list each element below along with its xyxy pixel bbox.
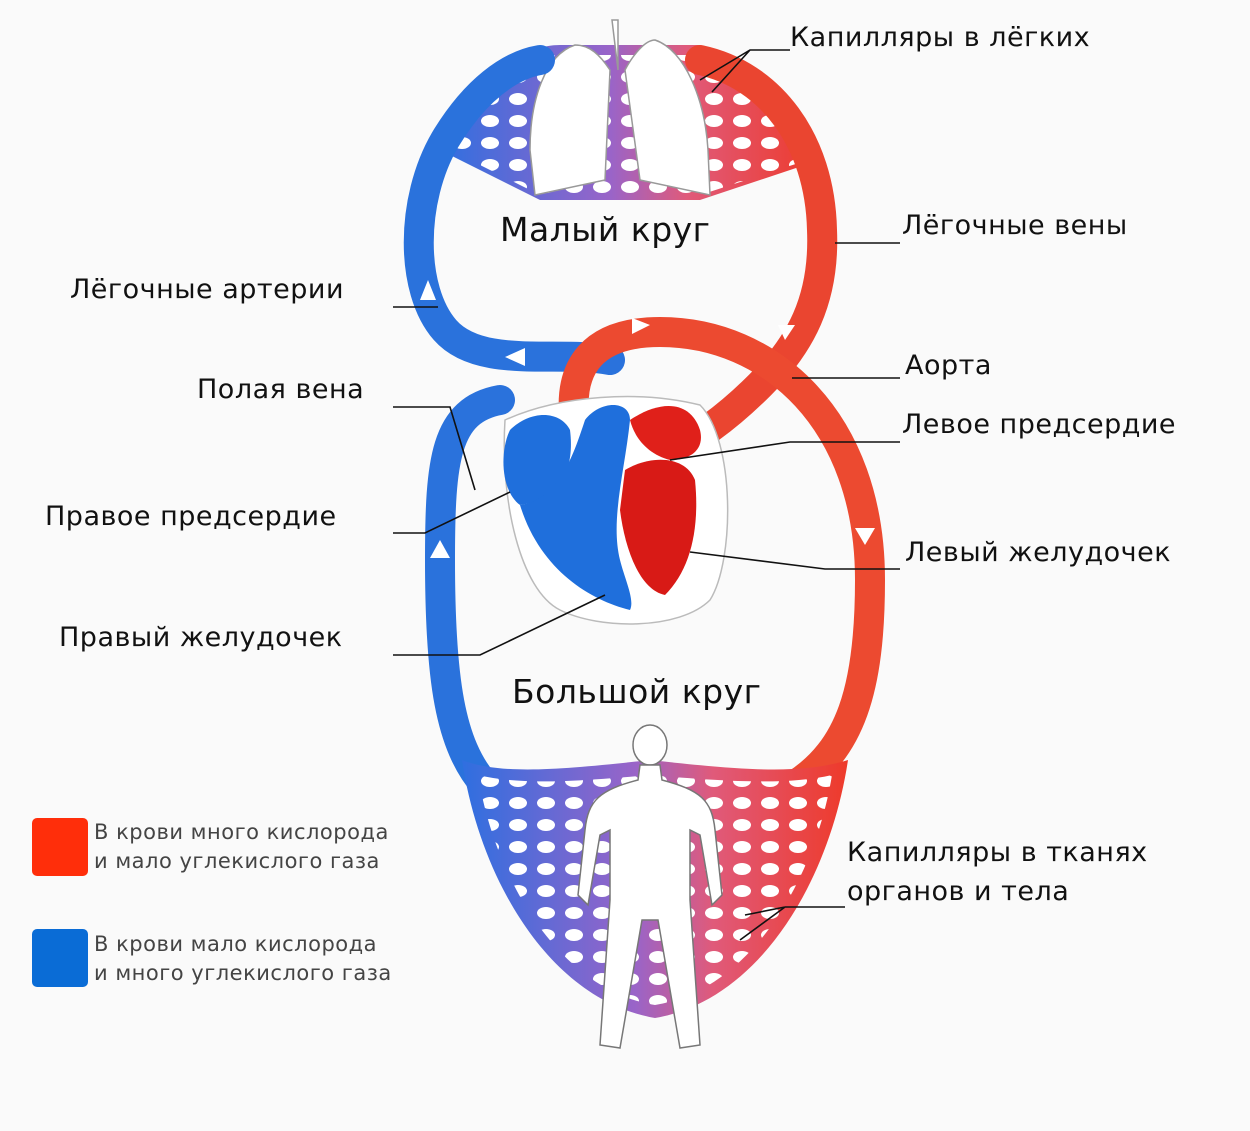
label-aorta: Аорта: [905, 350, 992, 381]
human-figure: [577, 724, 723, 1049]
systemic-circulation-title: Большой круг: [512, 672, 762, 711]
right-ventricle-shape: [520, 405, 632, 610]
legend-line2: и много углекислого газа: [94, 961, 392, 985]
label-pulmonary-veins: Лёгочные вены: [902, 210, 1128, 241]
legend-line2: и мало углекислого газа: [94, 849, 380, 873]
legend-line1: В крови мало кислорода: [94, 932, 378, 956]
label-right-ventricle: Правый желудочек: [59, 622, 343, 653]
label-left-ventricle: Левый желудочек: [905, 537, 1172, 568]
arrow-icon: [505, 348, 525, 366]
arrow-icon: [430, 540, 450, 558]
label-lung-capillaries: Капилляры в лёгких: [790, 22, 1091, 53]
label-tissue-capillaries-line2: органов и тела: [847, 876, 1070, 907]
left-atrium-shape: [630, 406, 701, 460]
legend-item-oxygenated: В крови много кислорода и мало углекисло…: [94, 818, 389, 876]
legend-line1: В крови много кислорода: [94, 820, 389, 844]
leader-lines: [393, 49, 900, 941]
label-left-atrium: Левое предсердие: [902, 409, 1177, 440]
arrow-icon: [632, 318, 650, 334]
lungs-illustration: [529, 19, 711, 196]
pulmonary-circulation-title: Малый круг: [500, 210, 711, 249]
label-pulmonary-arteries: Лёгочные артерии: [70, 274, 344, 305]
label-right-atrium: Правое предсердие: [45, 501, 337, 532]
label-vena-cava: Полая вена: [197, 374, 365, 405]
legend-item-deoxygenated: В крови мало кислорода и много углекисло…: [94, 930, 392, 988]
arrow-icon: [778, 325, 795, 340]
heart-illustration: [503, 395, 729, 625]
arrow-icon: [855, 528, 875, 545]
left-ventricle-shape: [620, 459, 697, 595]
vena-cava-vessel: [424, 385, 515, 800]
arrow-icon: [420, 280, 436, 300]
pulmonary-vein-vessel: [655, 45, 838, 467]
aorta-vessel: [558, 316, 886, 800]
legend-swatch-deoxygenated: [32, 929, 88, 987]
label-tissue-capillaries-line1: Капилляры в тканях: [847, 837, 1148, 868]
legend-swatch-oxygenated: [32, 818, 88, 876]
right-atrium-shape: [503, 415, 571, 505]
flow-arrows: [420, 280, 875, 558]
